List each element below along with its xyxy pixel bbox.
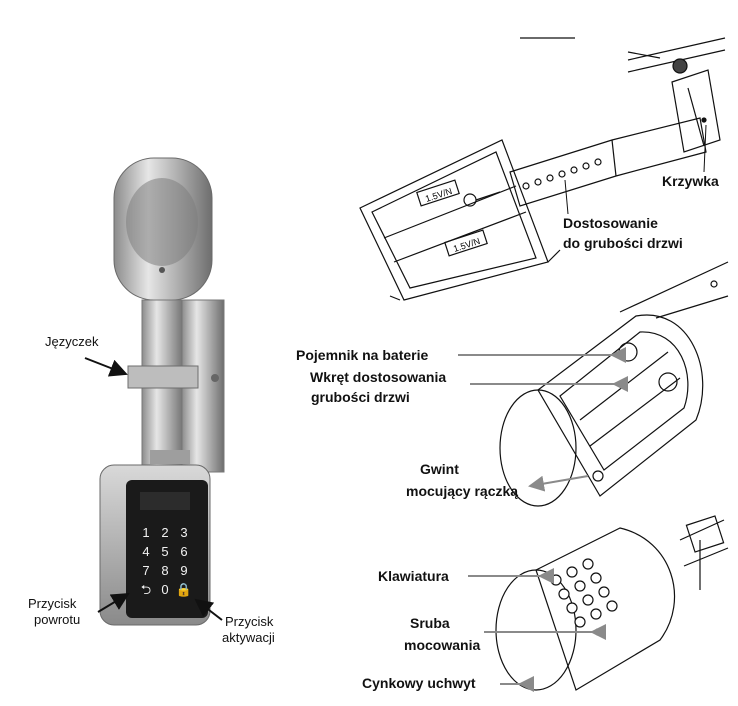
label-fix-1: Sruba bbox=[410, 615, 450, 631]
arrow-act bbox=[194, 598, 223, 621]
leader-cover bbox=[703, 124, 707, 173]
label-tab: Języczek bbox=[45, 334, 99, 349]
keypad-key: 9 bbox=[180, 563, 187, 578]
keypad-drawing bbox=[495, 515, 729, 691]
collar bbox=[150, 450, 190, 464]
label-adjust-2: do grubości drzwi bbox=[563, 235, 683, 251]
keypad-key: 8 bbox=[161, 563, 168, 578]
label-fix-2: mocowania bbox=[404, 637, 480, 653]
label-thread-1: Gwint bbox=[420, 461, 459, 477]
label-back-2: powrotu bbox=[34, 612, 80, 627]
keypad-key: 6 bbox=[180, 544, 187, 559]
keypad-panel bbox=[126, 480, 208, 618]
keypad-key: 7 bbox=[142, 563, 149, 578]
label-screw-2: grubości drzwi bbox=[311, 389, 410, 405]
cam-tab bbox=[127, 365, 199, 389]
label-keypad: Klawiatura bbox=[378, 568, 449, 584]
label-act-1: Przycisk bbox=[225, 614, 274, 629]
label-back-1: Przycisk bbox=[28, 596, 77, 611]
label-cover: Krzywka bbox=[662, 173, 719, 189]
knob-grip bbox=[126, 178, 198, 266]
keypad-key: 5 bbox=[161, 544, 168, 559]
housing-screw-icon bbox=[211, 374, 219, 382]
label-thread-2: mocujący rączką bbox=[406, 483, 518, 499]
keypad-key: 4 bbox=[142, 544, 149, 559]
keypad-display bbox=[140, 492, 190, 510]
keypad-key: 2 bbox=[161, 525, 168, 540]
label-adjust-1: Dostosowanie bbox=[563, 215, 658, 231]
keypad-key: 3 bbox=[180, 525, 187, 540]
keypad-key: ⮌ bbox=[141, 582, 151, 597]
keypad-key: 🔒 bbox=[176, 582, 192, 597]
exploded-top bbox=[359, 37, 726, 301]
label-act-2: aktywacji bbox=[222, 630, 275, 645]
label-screw-1: Wkręt dostosowania bbox=[310, 369, 446, 385]
knob-screw-icon bbox=[159, 267, 165, 273]
keypad-key: 1 bbox=[142, 525, 149, 540]
arrow-back bbox=[97, 592, 130, 613]
keypad-key: 0 bbox=[161, 582, 168, 597]
arrow-thread bbox=[528, 475, 589, 492]
label-battery: Pojemnik na baterie bbox=[296, 347, 428, 363]
arrow-tab bbox=[84, 357, 128, 377]
leader-adjust bbox=[564, 179, 569, 215]
label-handle: Cynkowy uchwyt bbox=[362, 675, 476, 691]
